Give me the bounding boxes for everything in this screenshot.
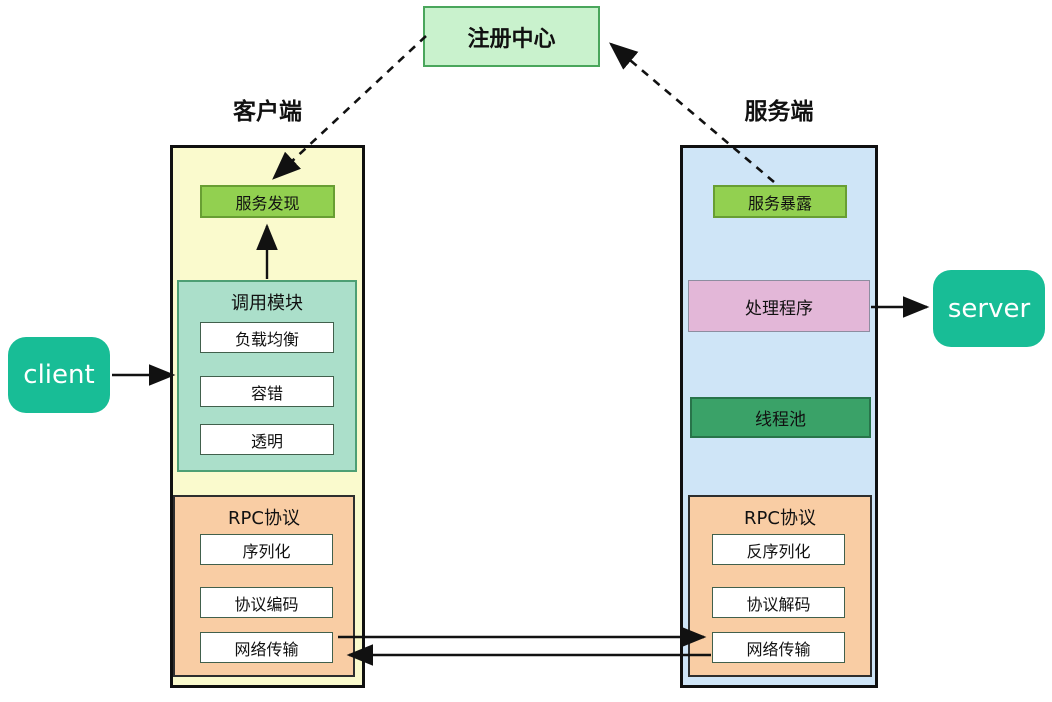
server-side-title: 服务端 — [744, 99, 814, 125]
registry-center-box: 注册中心 — [423, 6, 600, 67]
load-balance-box: 负载均衡 — [200, 322, 334, 353]
transparency-box: 透明 — [200, 424, 334, 455]
serialization-box: 序列化 — [200, 534, 333, 565]
protocol-decode-box: 协议解码 — [712, 587, 845, 618]
client-network-transport-box: 网络传输 — [200, 632, 333, 663]
service-expose-box: 服务暴露 — [713, 185, 847, 218]
deserialization-box: 反序列化 — [712, 534, 845, 565]
handler-box: 处理程序 — [688, 280, 870, 332]
invoke-module-title: 调用模块 — [231, 293, 303, 314]
client-side-title: 客户端 — [233, 99, 302, 125]
fault-tolerance-box: 容错 — [200, 376, 334, 407]
server-node: server — [933, 270, 1045, 347]
service-discovery-box: 服务发现 — [200, 185, 335, 218]
server-network-transport-box: 网络传输 — [712, 632, 845, 663]
client-node: client — [8, 337, 110, 413]
client-rpc-protocol-title: RPC协议 — [228, 508, 300, 529]
server-rpc-protocol-title: RPC协议 — [744, 508, 816, 529]
thread-pool-box: 线程池 — [690, 397, 871, 438]
protocol-encode-box: 协议编码 — [200, 587, 333, 618]
